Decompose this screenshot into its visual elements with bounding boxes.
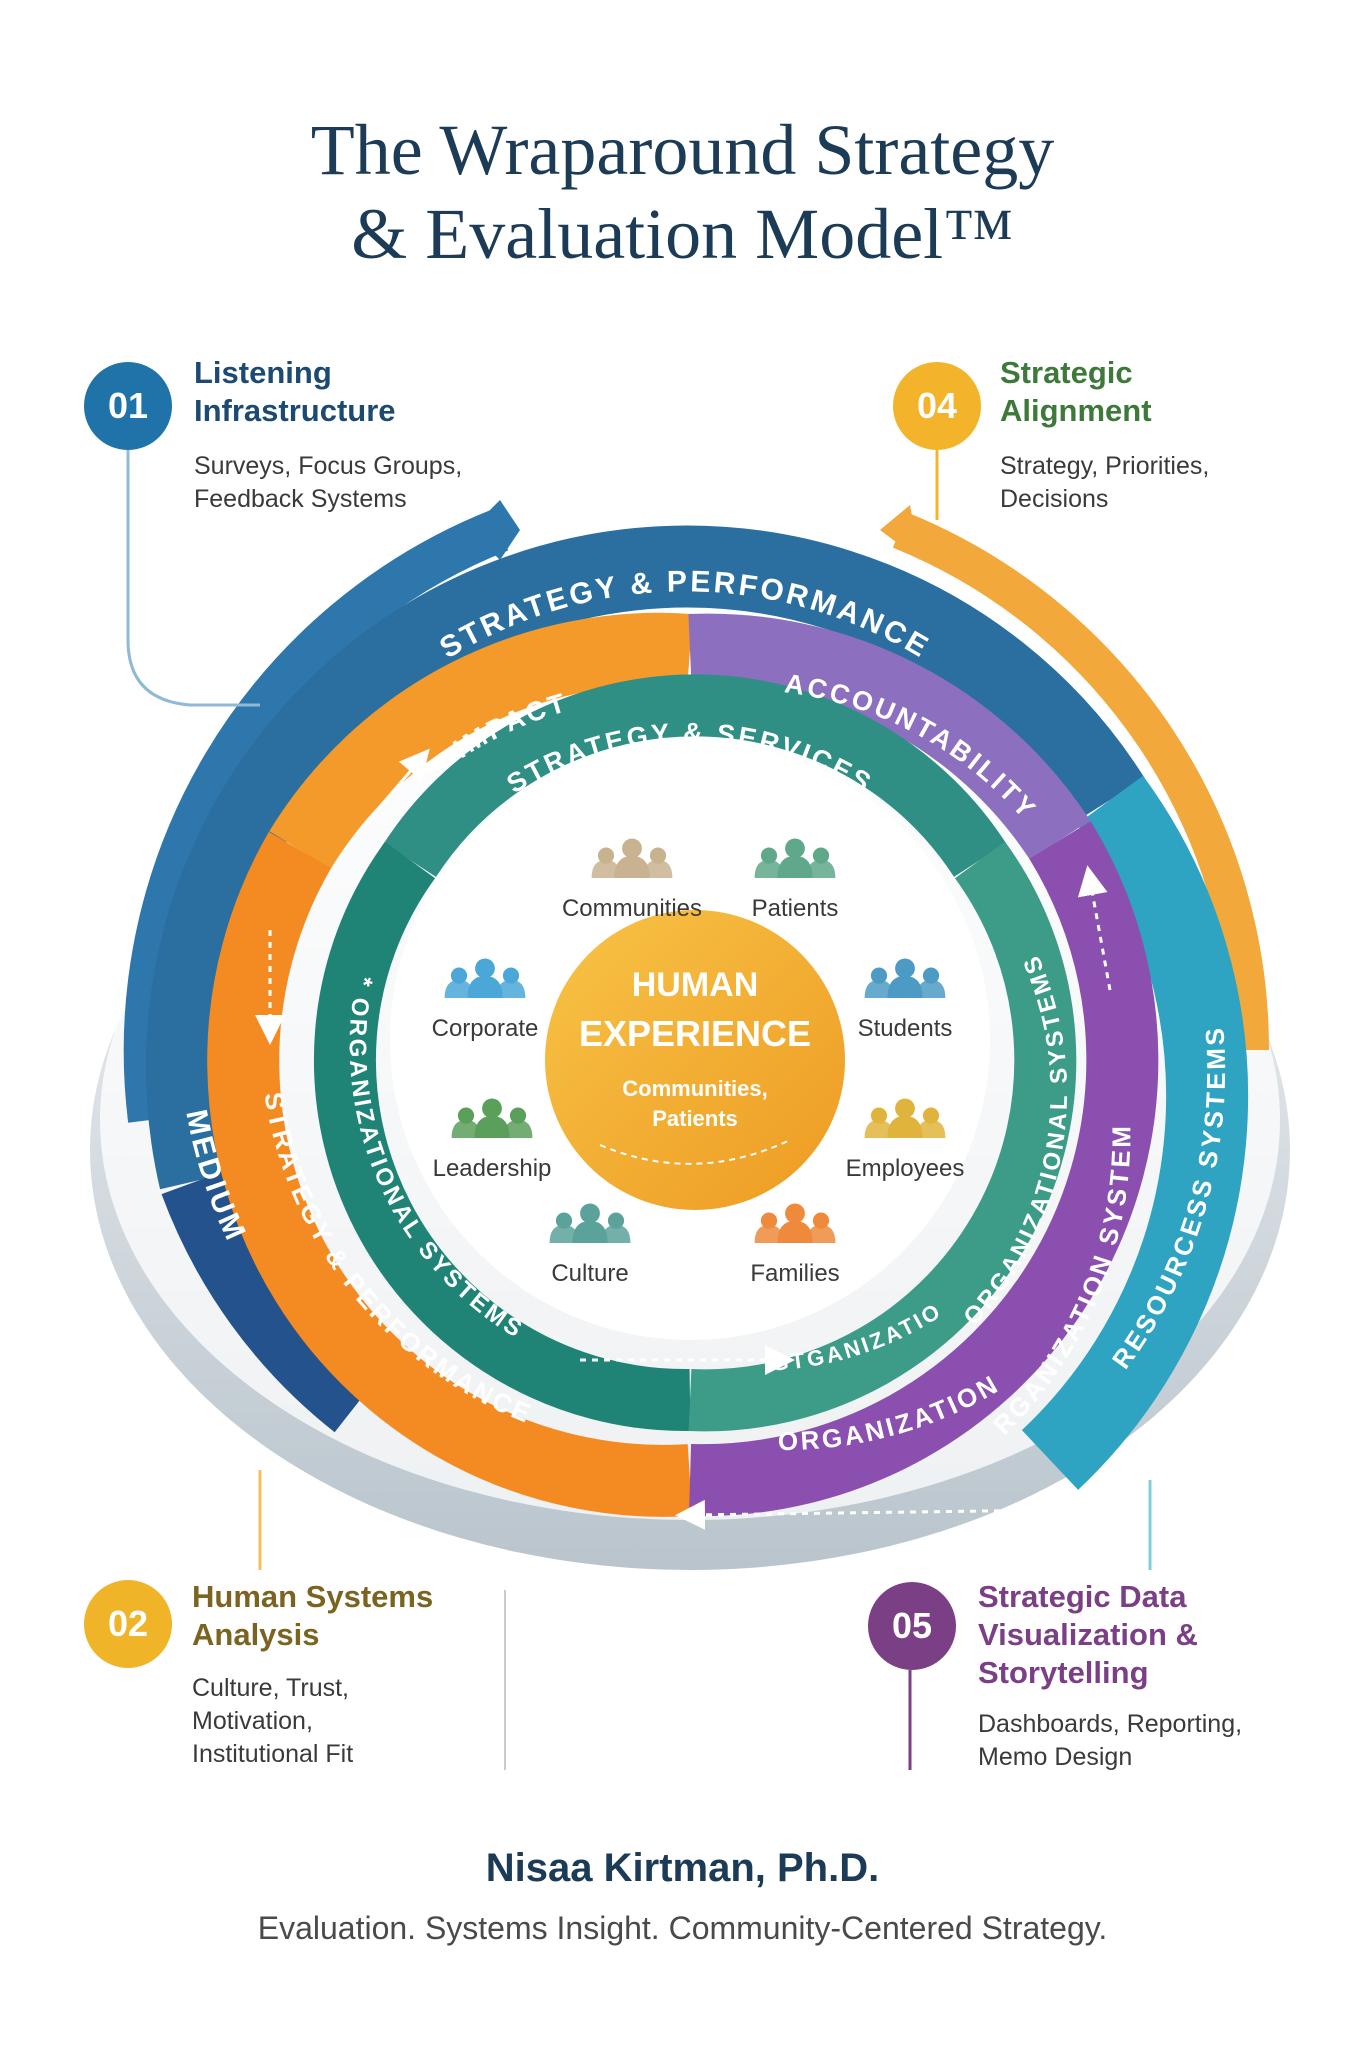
step-02-title: Human Systems Analysis bbox=[192, 1578, 433, 1654]
step-02-number: 02 bbox=[107, 1603, 149, 1644]
step-01-desc-line2: Feedback Systems bbox=[194, 485, 407, 513]
outer-ring-left bbox=[161, 1165, 386, 1433]
step-04-number: 04 bbox=[916, 385, 958, 426]
people-group-icon bbox=[549, 1203, 631, 1243]
center-sub1: Communities, bbox=[622, 1076, 767, 1101]
step-05-title-line1: Strategic Data bbox=[978, 1579, 1187, 1614]
step-02-title-line2: Analysis bbox=[192, 1617, 320, 1652]
step-02-desc: Culture, Trust, Motivation, Institutiona… bbox=[192, 1672, 353, 1771]
group-label: Leadership bbox=[433, 1155, 552, 1182]
step-04-desc: Strategy, Priorities, Decisions bbox=[1000, 450, 1209, 516]
inner-ring-right bbox=[688, 841, 1077, 1432]
group-corporate: Corporate bbox=[432, 958, 539, 1042]
step-04-title-line1: Strategic bbox=[1000, 355, 1133, 390]
connector-01 bbox=[126, 450, 260, 707]
step-01-title-line1: Listening bbox=[194, 355, 332, 390]
step-05-number: 05 bbox=[891, 1605, 933, 1646]
outer-ring-right bbox=[1021, 775, 1249, 1490]
step-02-desc-line3: Institutional Fit bbox=[192, 1740, 354, 1768]
group-label: Communities bbox=[562, 895, 702, 922]
mid-ring-right bbox=[688, 821, 1159, 1517]
step-04-badge: 04 bbox=[893, 362, 981, 450]
people-group-icon bbox=[864, 1098, 946, 1138]
people-group-icon bbox=[864, 958, 946, 998]
group-communities: Communities bbox=[562, 838, 702, 922]
author-name: Nisaa Kirtman, Ph.D. bbox=[485, 1846, 880, 1890]
inner-ring-left bbox=[313, 841, 691, 1432]
step-01-badge: 01 bbox=[84, 362, 172, 450]
inner-ring-top bbox=[384, 674, 1006, 877]
page-title-line2: & Evaluation Model™ bbox=[351, 194, 1014, 274]
human-experience-circle bbox=[545, 910, 845, 1210]
mid-ring-accountability bbox=[688, 613, 1091, 860]
group-label: Students bbox=[858, 1015, 953, 1042]
group-families: Families bbox=[750, 1203, 840, 1287]
step-01-number: 01 bbox=[107, 385, 149, 426]
people-group-icon bbox=[444, 958, 526, 998]
group-culture: Culture bbox=[549, 1203, 631, 1287]
step-04-desc-line1: Strategy, Priorities, bbox=[1000, 452, 1210, 480]
people-group-icon bbox=[451, 1098, 533, 1138]
outer-ring-top bbox=[145, 525, 1145, 1190]
step-04-title: Strategic Alignment bbox=[1000, 354, 1152, 430]
center-line2: EXPERIENCE bbox=[579, 1013, 811, 1054]
group-label: Families bbox=[750, 1260, 839, 1287]
step-05-desc: Dashboards, Reporting, Memo Design bbox=[978, 1708, 1242, 1774]
step-01-title-line2: Infrastructure bbox=[194, 393, 396, 428]
outer-arc-left bbox=[123, 509, 509, 1123]
group-label: Employees bbox=[846, 1155, 965, 1182]
step-05-title-line3: Storytelling bbox=[978, 1655, 1149, 1690]
people-group-icon bbox=[591, 838, 673, 878]
outer-arc-right bbox=[892, 512, 1270, 1051]
step-04-title-line2: Alignment bbox=[1000, 393, 1152, 428]
group-students: Students bbox=[858, 958, 953, 1042]
step-02-desc-line2: Motivation, bbox=[192, 1707, 313, 1735]
step-05-badge: 05 bbox=[868, 1582, 956, 1670]
mid-ring-left bbox=[207, 831, 693, 1517]
step-01-title: Listening Infrastructure bbox=[194, 354, 396, 430]
step-02-badge: 02 bbox=[84, 1580, 172, 1668]
people-group-icon bbox=[754, 838, 836, 878]
group-employees: Employees bbox=[846, 1098, 965, 1182]
step-05-desc-line2: Memo Design bbox=[978, 1743, 1133, 1771]
center-line1: HUMAN bbox=[632, 966, 759, 1004]
step-01-desc-line1: Surveys, Focus Groups, bbox=[194, 452, 463, 480]
page-title-line1: The Wraparound Strategy bbox=[310, 110, 1055, 190]
step-05-title-line2: Visualization & bbox=[978, 1617, 1198, 1652]
step-01-desc: Surveys, Focus Groups, Feedback Systems bbox=[194, 450, 462, 516]
group-leadership: Leadership bbox=[433, 1098, 552, 1182]
group-label: Patients bbox=[752, 895, 839, 922]
flow-arrow bbox=[675, 1499, 1061, 1530]
step-02-desc-line1: Culture, Trust, bbox=[192, 1674, 349, 1702]
center-sub2: Patients bbox=[652, 1106, 738, 1131]
people-group-icon bbox=[754, 1203, 836, 1243]
tagline: Evaluation. Systems Insight. Community-C… bbox=[257, 1910, 1108, 1946]
flow-arrow bbox=[358, 748, 430, 831]
step-05-desc-line1: Dashboards, Reporting, bbox=[978, 1710, 1243, 1738]
mid-ring-impact bbox=[269, 612, 693, 869]
group-label: Corporate bbox=[432, 1015, 539, 1042]
step-04-desc-line2: Decisions bbox=[1000, 485, 1109, 513]
group-label: Culture bbox=[551, 1260, 628, 1287]
group-patients: Patients bbox=[752, 838, 839, 922]
step-02-title-line1: Human Systems bbox=[192, 1579, 434, 1614]
step-05-title: Strategic Data Visualization & Storytell… bbox=[978, 1578, 1198, 1692]
